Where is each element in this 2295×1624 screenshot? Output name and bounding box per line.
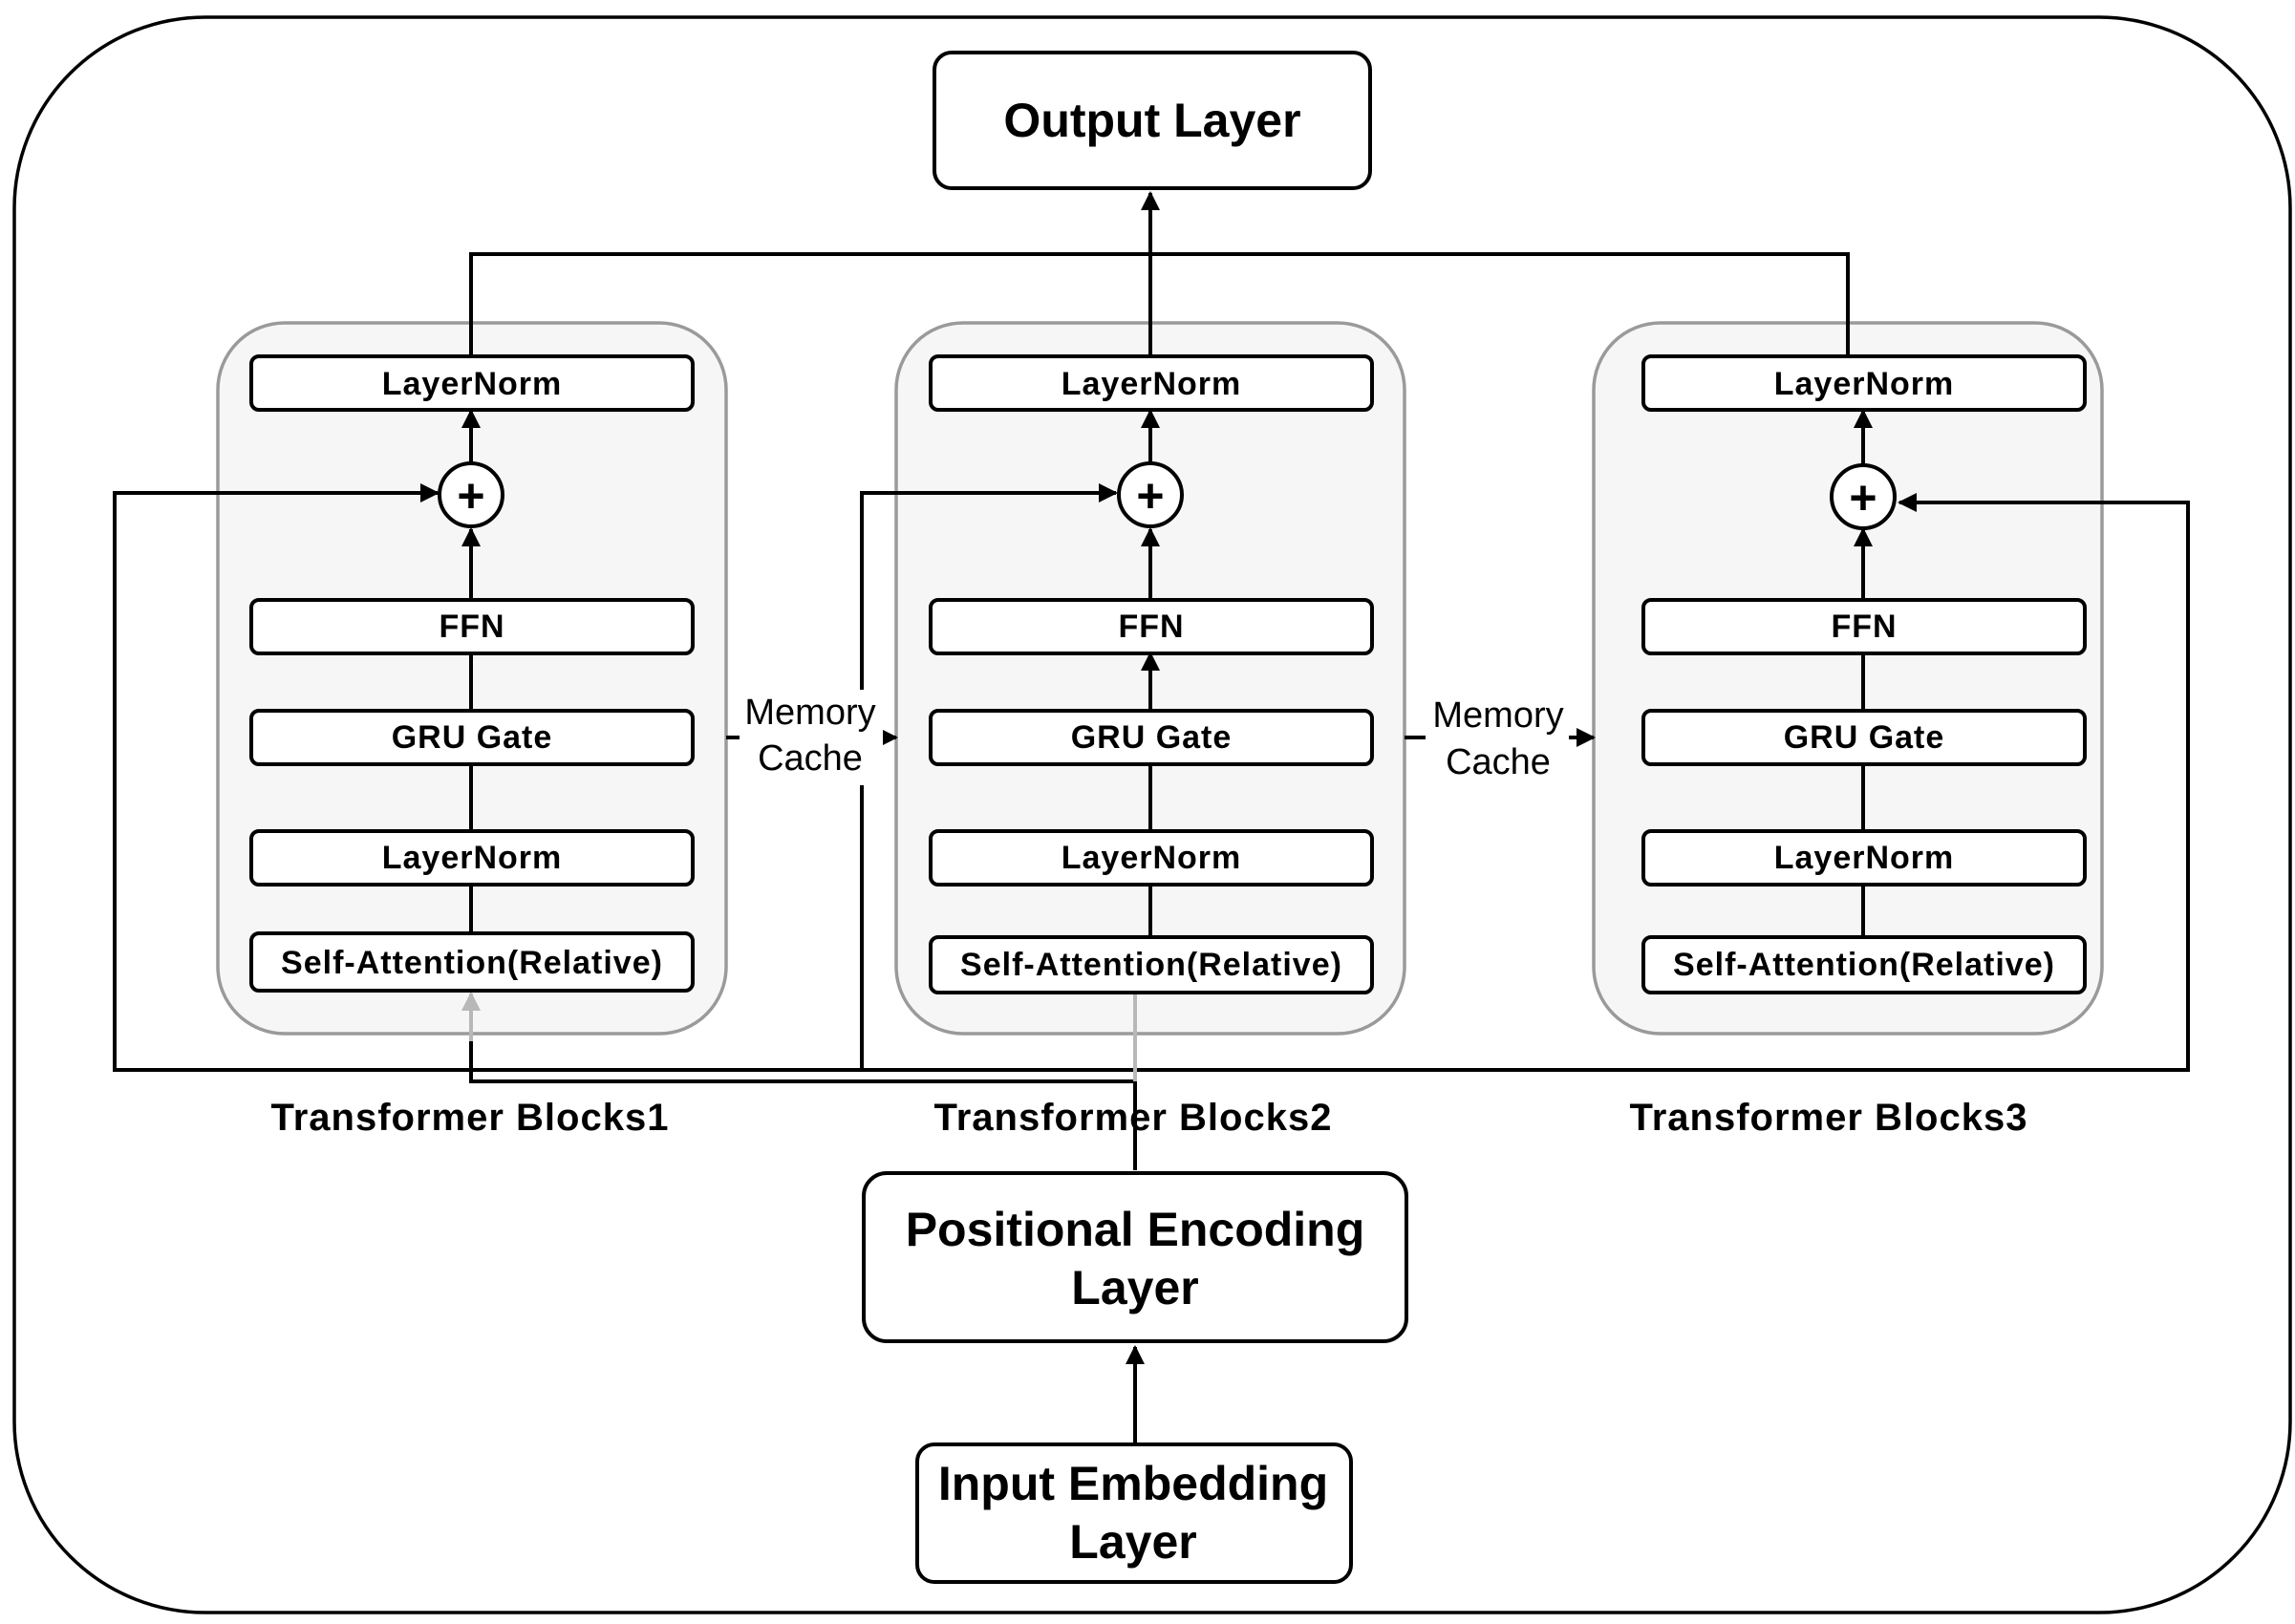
block2-ffn-label: FFN [1118, 609, 1184, 645]
block1-self-attention-label: Self-Attention(Relative) [281, 945, 663, 981]
block1-caption: Transformer Blocks1 [271, 1097, 670, 1139]
block1-ffn-label: FFN [439, 609, 504, 645]
block2-self-attention-label: Self-Attention(Relative) [960, 947, 1342, 983]
memory-cache-label-1-line2: Cache [758, 738, 863, 779]
block3-add-symbol: + [1849, 471, 1877, 524]
block3-ffn-box [1641, 598, 2087, 655]
positional-to-blocks-line [469, 1041, 1137, 1170]
block1-self-attention-box [249, 931, 695, 993]
block2-top-layernorm-label: LayerNorm [1062, 366, 1242, 402]
block2-ffn-box [929, 598, 1374, 655]
block2-gru-gate-label: GRU Gate [1071, 719, 1233, 756]
block3-gru-gate-label: GRU Gate [1784, 719, 1945, 756]
output-layer-box [933, 51, 1372, 190]
block1-add-node [438, 461, 504, 528]
block2-add-node [1117, 461, 1184, 528]
block3-residual-loop [1135, 493, 2190, 1072]
block2-layernorm-box [929, 829, 1374, 887]
block3-self-attention-label: Self-Attention(Relative) [1673, 947, 2055, 983]
block3-self-attention-box [1641, 935, 2087, 994]
block2-gru-gate-box [929, 709, 1374, 766]
output-layer-label: Output Layer [1003, 94, 1300, 147]
memory-cache-label-1-line1: Memory [744, 693, 875, 733]
input-embedding-label-line2: Layer [1069, 1515, 1196, 1569]
positional-encoding-label-line2: Layer [1071, 1261, 1198, 1314]
transformer-block-3 [1592, 321, 2104, 1036]
block1-gru-gate-label: GRU Gate [392, 719, 553, 756]
block2-layernorm-label: LayerNorm [1062, 840, 1242, 876]
input-embedding-label-line1: Input Embedding [938, 1457, 1328, 1510]
block1-residual-loop [113, 483, 1150, 1072]
block1-top-layernorm-box [249, 354, 695, 412]
block2-top-layernorm-box [929, 354, 1374, 412]
block1-top-layernorm-label: LayerNorm [382, 366, 563, 402]
memory-cache-label-2-line1: Memory [1432, 695, 1563, 736]
block3-layernorm-box [1641, 829, 2087, 887]
memory-cache-label-2-line2: Cache [1446, 742, 1551, 782]
block2-add-symbol: + [1136, 469, 1164, 523]
block1-gru-gate-box [249, 709, 695, 766]
positional-encoding-box [862, 1171, 1408, 1343]
block1-add-symbol: + [457, 469, 484, 523]
block3-layernorm-label: LayerNorm [1774, 840, 1955, 876]
input-embedding-box [915, 1442, 1353, 1584]
memory-cache-label-bg-2 [1426, 690, 1569, 785]
output-combiner-line [469, 252, 1850, 361]
block3-ffn-label: FFN [1831, 609, 1897, 645]
block1-layernorm-box [249, 829, 695, 887]
memory-cache-label-bg-1 [740, 690, 883, 785]
positional-encoding-label-line1: Positional Encoding [906, 1203, 1365, 1256]
block3-gru-gate-box [1641, 709, 2087, 766]
block1-ffn-box [249, 598, 695, 655]
block2-self-attention-box [929, 935, 1374, 994]
block3-add-node [1830, 463, 1897, 530]
block2-caption: Transformer Blocks2 [934, 1097, 1333, 1139]
block3-caption: Transformer Blocks3 [1630, 1097, 2028, 1139]
block3-top-layernorm-box [1641, 354, 2087, 412]
block3-top-layernorm-label: LayerNorm [1774, 366, 1955, 402]
block1-layernorm-label: LayerNorm [382, 840, 563, 876]
